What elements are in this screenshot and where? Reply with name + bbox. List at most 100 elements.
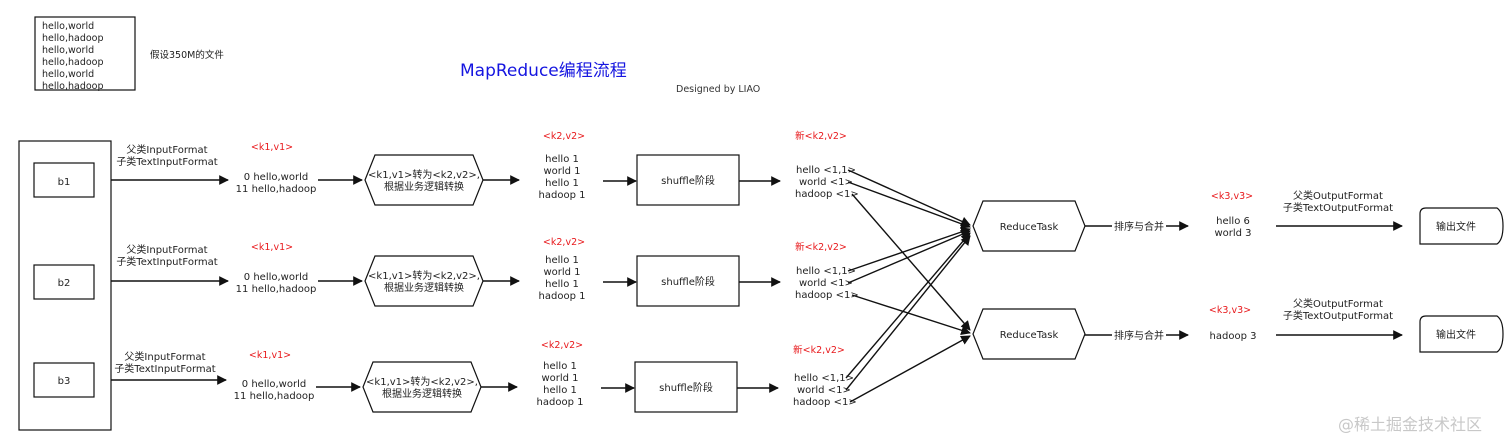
fan-arrow — [847, 169, 971, 226]
row1-kv1-label: <k1,v1> — [251, 142, 293, 153]
reducer1-output-format-child: 子类TextOutputFormat — [1283, 201, 1393, 214]
row2-new-kv2-label: 新<k2,v2> — [795, 241, 847, 253]
block-b1-label: b1 — [58, 177, 71, 188]
reducer1-kv3-line-2: world 3 — [1214, 228, 1251, 239]
watermark: @稀土掘金技术社区 — [1338, 415, 1482, 434]
row3-new-kv2-label: 新<k2,v2> — [793, 344, 845, 356]
row3-new-kv2-line-3: hadoop <1> — [793, 397, 857, 408]
row2-mapper-hexagon — [364, 255, 484, 307]
fan-arrow — [849, 335, 971, 403]
diagram-subtitle: Designed by LIAO — [676, 84, 760, 95]
row2-kv2-line-1: hello 1 — [545, 255, 579, 266]
row2-mapper-line-1: <k1,v1>转为<k2,v2>, — [368, 269, 480, 282]
fan-arrow — [845, 235, 971, 391]
sample-line-4: hello,hadoop — [42, 57, 104, 68]
row3-kv1-line-1: 0 hello,world — [242, 379, 306, 390]
row1-new-kv2-line-2: world <1> — [799, 177, 853, 188]
fan-arrow — [845, 232, 971, 379]
row2-kv2-line-4: hadoop 1 — [539, 291, 586, 302]
output-file-2-label: 输出文件 — [1436, 328, 1476, 341]
output-file-2-shape — [1419, 315, 1504, 353]
row2-input-format-parent: 父类InputFormat — [126, 243, 207, 256]
row2-mapper-line-2: 根据业务逻辑转换 — [384, 281, 464, 294]
row1-new-kv2-label: 新<k2,v2> — [795, 130, 847, 142]
reduce-task-2-label: ReduceTask — [1000, 330, 1059, 341]
row3-kv2-line-1: hello 1 — [543, 361, 577, 372]
row3-input-format-child: 子类TextInputFormat — [114, 362, 215, 375]
row-3: b3 父类InputFormat 子类TextInputFormat <k1,v… — [33, 340, 857, 413]
row3-shuffle-box — [634, 361, 738, 413]
row2-kv2-line-2: world 1 — [543, 267, 580, 278]
fan-arrow — [847, 229, 971, 284]
sample-line-6: hello,hadoop — [42, 81, 104, 92]
fan-arrow — [847, 227, 971, 272]
row1-kv1-line-2: 11 hello,hadoop — [236, 184, 317, 195]
row1-kv2-label: <k2,v2> — [543, 131, 585, 142]
fan-arrow — [851, 193, 971, 331]
row3-kv2-line-4: hadoop 1 — [537, 397, 584, 408]
reducer1-sort-merge-label: 排序与合并 — [1114, 220, 1164, 233]
row1-kv2-line-1: hello 1 — [545, 154, 579, 165]
row3-shuffle-label: shuffle阶段 — [659, 381, 713, 394]
reduce-task-2-hexagon — [972, 308, 1086, 360]
output-file-1-label: 输出文件 — [1436, 220, 1476, 233]
row2-kv2-line-3: hello 1 — [545, 279, 579, 290]
row2-new-kv2-line-1: hello <1,1> — [796, 266, 856, 277]
reduce-task-1-hexagon — [972, 200, 1086, 252]
row1-input-format-parent: 父类InputFormat — [126, 143, 207, 156]
row1-mapper-hexagon — [364, 154, 484, 206]
row3-input-format-parent: 父类InputFormat — [124, 350, 205, 363]
row1-kv2-line-4: hadoop 1 — [539, 190, 586, 201]
reducer2-kv3-label: <k3,v3> — [1209, 305, 1251, 316]
row3-new-kv2-line-2: world <1> — [797, 385, 851, 396]
row3-mapper-line-1: <k1,v1>转为<k2,v2>, — [366, 375, 478, 388]
row3-mapper-line-2: 根据业务逻辑转换 — [382, 387, 462, 400]
row1-new-kv2-line-3: hadoop <1> — [795, 189, 859, 200]
row3-kv1-label: <k1,v1> — [249, 350, 291, 361]
row2-kv1-line-1: 0 hello,world — [244, 272, 308, 283]
reducer2-sort-label-bg — [1112, 328, 1166, 342]
fan-arrow — [851, 294, 971, 335]
row3-kv2-line-2: world 1 — [541, 373, 578, 384]
row3-kv2-label: <k2,v2> — [541, 340, 583, 351]
row2-input-format-child: 子类TextInputFormat — [116, 255, 217, 268]
reducer-1: ReduceTask 排序与合并 <k3,v3> hello 6 world 3… — [972, 189, 1504, 252]
row1-kv2-line-2: world 1 — [543, 166, 580, 177]
reducer2-output-format-child: 子类TextOutputFormat — [1283, 309, 1393, 322]
output-file-1-shape — [1419, 207, 1504, 245]
block-b3-label: b3 — [58, 376, 71, 387]
row2-kv1-line-2: 11 hello,hadoop — [236, 284, 317, 295]
reducer2-kv3-line-1: hadoop 3 — [1210, 331, 1257, 342]
row3-kv1-line-2: 11 hello,hadoop — [234, 391, 315, 402]
row-2: b2 父类InputFormat 子类TextInputFormat <k1,v… — [33, 237, 859, 307]
block-b3 — [33, 362, 95, 398]
reducer2-output-format-parent: 父类OutputFormat — [1293, 297, 1383, 310]
row1-shuffle-label: shuffle阶段 — [661, 174, 715, 187]
sample-line-5: hello,world — [42, 69, 94, 80]
row2-shuffle-box — [636, 255, 740, 307]
block-b1 — [33, 162, 95, 198]
row2-shuffle-label: shuffle阶段 — [661, 275, 715, 288]
row3-kv2-line-3: hello 1 — [543, 385, 577, 396]
row1-mapper-line-2: 根据业务逻辑转换 — [384, 180, 464, 193]
row1-new-kv2-line-1: hello <1,1> — [796, 165, 856, 176]
sample-line-3: hello,world — [42, 45, 94, 56]
block-b2-label: b2 — [58, 278, 71, 289]
row1-mapper-line-1: <k1,v1>转为<k2,v2>, — [368, 168, 480, 181]
row3-new-kv2-line-1: hello <1,1> — [794, 373, 854, 384]
row2-kv2-label: <k2,v2> — [543, 237, 585, 248]
reducer-2: ReduceTask 排序与合并 <k3,v3> hadoop 3 父类Outp… — [972, 297, 1504, 360]
reduce-task-1-label: ReduceTask — [1000, 222, 1059, 233]
row3-mapper-hexagon — [362, 361, 482, 413]
block-b2 — [33, 264, 95, 300]
row1-kv2-line-3: hello 1 — [545, 178, 579, 189]
row1-shuffle-box — [636, 154, 740, 206]
row2-new-kv2-line-2: world <1> — [799, 278, 853, 289]
sample-file-box — [34, 16, 136, 91]
fan-in-arrows — [845, 169, 971, 403]
reducer1-sort-label-bg — [1112, 219, 1166, 233]
row-1: b1 父类InputFormat 子类TextInputFormat <k1,v… — [33, 130, 859, 206]
row2-kv1-label: <k1,v1> — [251, 242, 293, 253]
reducer2-sort-merge-label: 排序与合并 — [1114, 329, 1164, 342]
